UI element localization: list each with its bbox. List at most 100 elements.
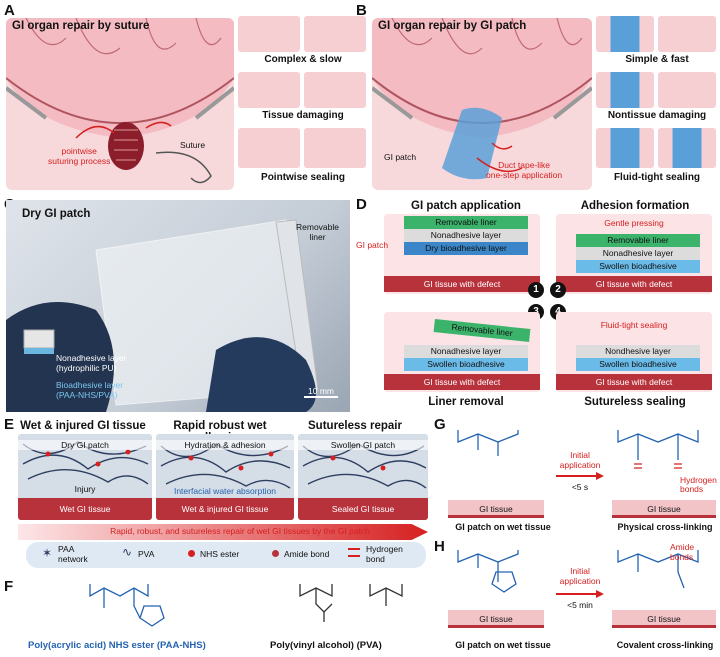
panel-c-photo — [6, 200, 350, 412]
pva-icon: ∿ — [122, 545, 133, 559]
panel-a-tiles: Complex & slow Tissue damaging Pointwise… — [238, 16, 368, 192]
g-right-cap: Physical cross-linking — [617, 522, 713, 532]
e-interfacial: Interfacial water absorption — [173, 486, 277, 496]
f-pva-label: Poly(vinyl alcohol) (PVA) — [270, 640, 382, 651]
d-title-adhesion: Adhesion formation — [580, 200, 690, 212]
d-title-sutureless: Sutureless sealing — [584, 396, 686, 408]
f-structures — [40, 578, 420, 640]
tile-a3 — [238, 72, 300, 108]
e-title-3: Sutureless repair — [308, 420, 402, 432]
e-box-3: Swollen GI patch Sealed GI tissue — [298, 434, 428, 520]
panel-d-letter: D — [356, 196, 367, 213]
panel-b-title: GI organ repair by GI patch — [378, 20, 527, 32]
tile-a1 — [238, 16, 300, 52]
g-hbond: Hydrogen bonds — [680, 475, 717, 494]
h-right-cap: Covalent cross-linking — [616, 640, 714, 650]
tile-b3 — [596, 72, 654, 108]
g-initial: Initial application — [559, 450, 601, 470]
d3-nonadhesive: Nonadhesive layer — [404, 345, 528, 358]
tile-b2 — [658, 16, 716, 52]
tile-b1 — [596, 16, 654, 52]
legend-hbond: Hydrogen bond — [366, 544, 403, 564]
g-diagram: Initial application <5 s Hydrogen bonds … — [448, 420, 718, 532]
step-1: 1 — [528, 282, 544, 298]
gi-patch-label: GI patch — [384, 152, 417, 162]
d-title-liner-removal: Liner removal — [428, 396, 504, 408]
h-tissue-right: GI tissue — [612, 610, 716, 628]
d2-swollen: Swollen bioadhesive — [576, 260, 700, 273]
d2-removable-liner: Removable liner — [576, 234, 700, 247]
d2-gentle-pressing: Gentle pressing — [604, 218, 664, 228]
h-tissue-left: GI tissue — [448, 610, 544, 628]
e-sealed: Sealed GI tissue — [298, 498, 428, 520]
removable-liner-label: Removable liner — [296, 222, 339, 242]
panel-h-letter: H — [434, 538, 445, 555]
e-dry-patch: Dry GI patch — [18, 440, 152, 450]
cap-tissue-damaging: Tissue damaging — [262, 110, 344, 121]
nhs-ester-icon — [188, 550, 195, 557]
step-2: 2 — [550, 282, 566, 298]
tile-b6 — [658, 128, 716, 168]
e-swollen: Swollen GI patch — [298, 440, 428, 450]
panel-b-letter: B — [356, 2, 367, 19]
e-injury: Injury — [74, 484, 96, 494]
d4-fluid-tight: Fluid-tight sealing — [600, 320, 668, 330]
d-box-liner-removal: Removable liner Nonadhesive layer Swolle… — [384, 312, 540, 392]
tile-a6 — [304, 128, 366, 168]
tile-b4 — [658, 72, 716, 108]
d4-nondhesive: Nondhesive layer — [576, 345, 700, 358]
tile-a2 — [304, 16, 366, 52]
legend-pva: PVA — [138, 549, 155, 559]
legend-paa: PAA network — [58, 544, 88, 564]
e-wet-tissue: Wet GI tissue — [18, 498, 152, 520]
h-time: <5 min — [567, 600, 593, 610]
d-title-application: GI patch application — [411, 200, 521, 212]
d-box-sealing: Fluid-tight sealing Nondhesive layer Swo… — [556, 312, 712, 392]
legend-nhs: NHS ester — [200, 549, 240, 559]
paa-network-icon: ✶ — [42, 546, 53, 560]
d4-tissue: GI tissue with defect — [556, 374, 712, 390]
panel-c-title: Dry GI patch — [22, 208, 91, 220]
legend-amide: Amide bond — [284, 549, 330, 559]
panel-b-tiles: Simple & fast Nontissue damaging Fluid-t… — [596, 16, 720, 192]
e-arrow-text: Rapid, robust, and sutureless repair of … — [110, 526, 370, 536]
g-left-cap: GI patch on wet tissue — [455, 522, 551, 532]
e-box-1: Dry GI patch Injury Wet GI tissue — [18, 434, 152, 520]
d2-nonadhesive: Nonadhesive layer — [576, 247, 700, 260]
d-box-application: Removable liner Nonadhesive layer Dry bi… — [384, 214, 540, 294]
panel-a-illustration — [6, 18, 234, 190]
cap-simple-fast: Simple & fast — [625, 54, 689, 65]
d-gi-patch-label: GI patch — [356, 240, 389, 250]
g-tissue-left: GI tissue — [448, 500, 544, 518]
cap-fluid-tight: Fluid-tight sealing — [613, 172, 701, 183]
cap-nontissue-damaging: Nontissue damaging — [607, 110, 707, 121]
g-time: <5 s — [571, 482, 589, 492]
panel-b-illustration — [372, 18, 592, 190]
d1-tissue: GI tissue with defect — [384, 276, 540, 292]
d1-nonadhesive: Nonadhesive layer — [404, 229, 528, 242]
d1-dry-bioadhesive: Dry bioadhesive layer — [404, 242, 528, 255]
e-wet-injured: Wet & injured GI tissue — [156, 498, 294, 520]
e-box-2: Hydration & adhesion Interfacial water a… — [156, 434, 294, 520]
cap-pointwise-sealing: Pointwise sealing — [261, 172, 345, 183]
panel-a-letter: A — [4, 2, 15, 19]
scale-bar: 10 mm — [304, 386, 338, 398]
tile-a5 — [238, 128, 300, 168]
e-title-1: Wet & injured GI tissue — [20, 420, 146, 432]
hydrogen-bond-icon — [348, 548, 360, 557]
h-initial: Initial application — [559, 566, 601, 586]
panel-f-letter: F — [4, 578, 14, 595]
panel-a-title: GI organ repair by suture — [12, 20, 150, 32]
d-box-adhesion: Gentle pressing Removable liner Nonadhes… — [556, 214, 712, 294]
d1-removable-liner: Removable liner — [404, 216, 528, 229]
suture-label: Suture — [180, 140, 206, 150]
g-tissue-right: GI tissue — [612, 500, 716, 518]
d4-swollen: Swollen bioadhesive — [576, 358, 700, 371]
h-left-cap: GI patch on wet tissue — [455, 640, 551, 650]
f-paa-label: Poly(acrylic acid) NHS ester (PAA-NHS) — [28, 640, 206, 651]
h-amide: Amide bonds — [670, 542, 695, 562]
tile-b5 — [596, 128, 654, 168]
d3-swollen: Swollen bioadhesive — [404, 358, 528, 371]
d3-removable-liner: Removable liner — [433, 319, 531, 342]
panel-e-letter: E — [4, 416, 15, 433]
